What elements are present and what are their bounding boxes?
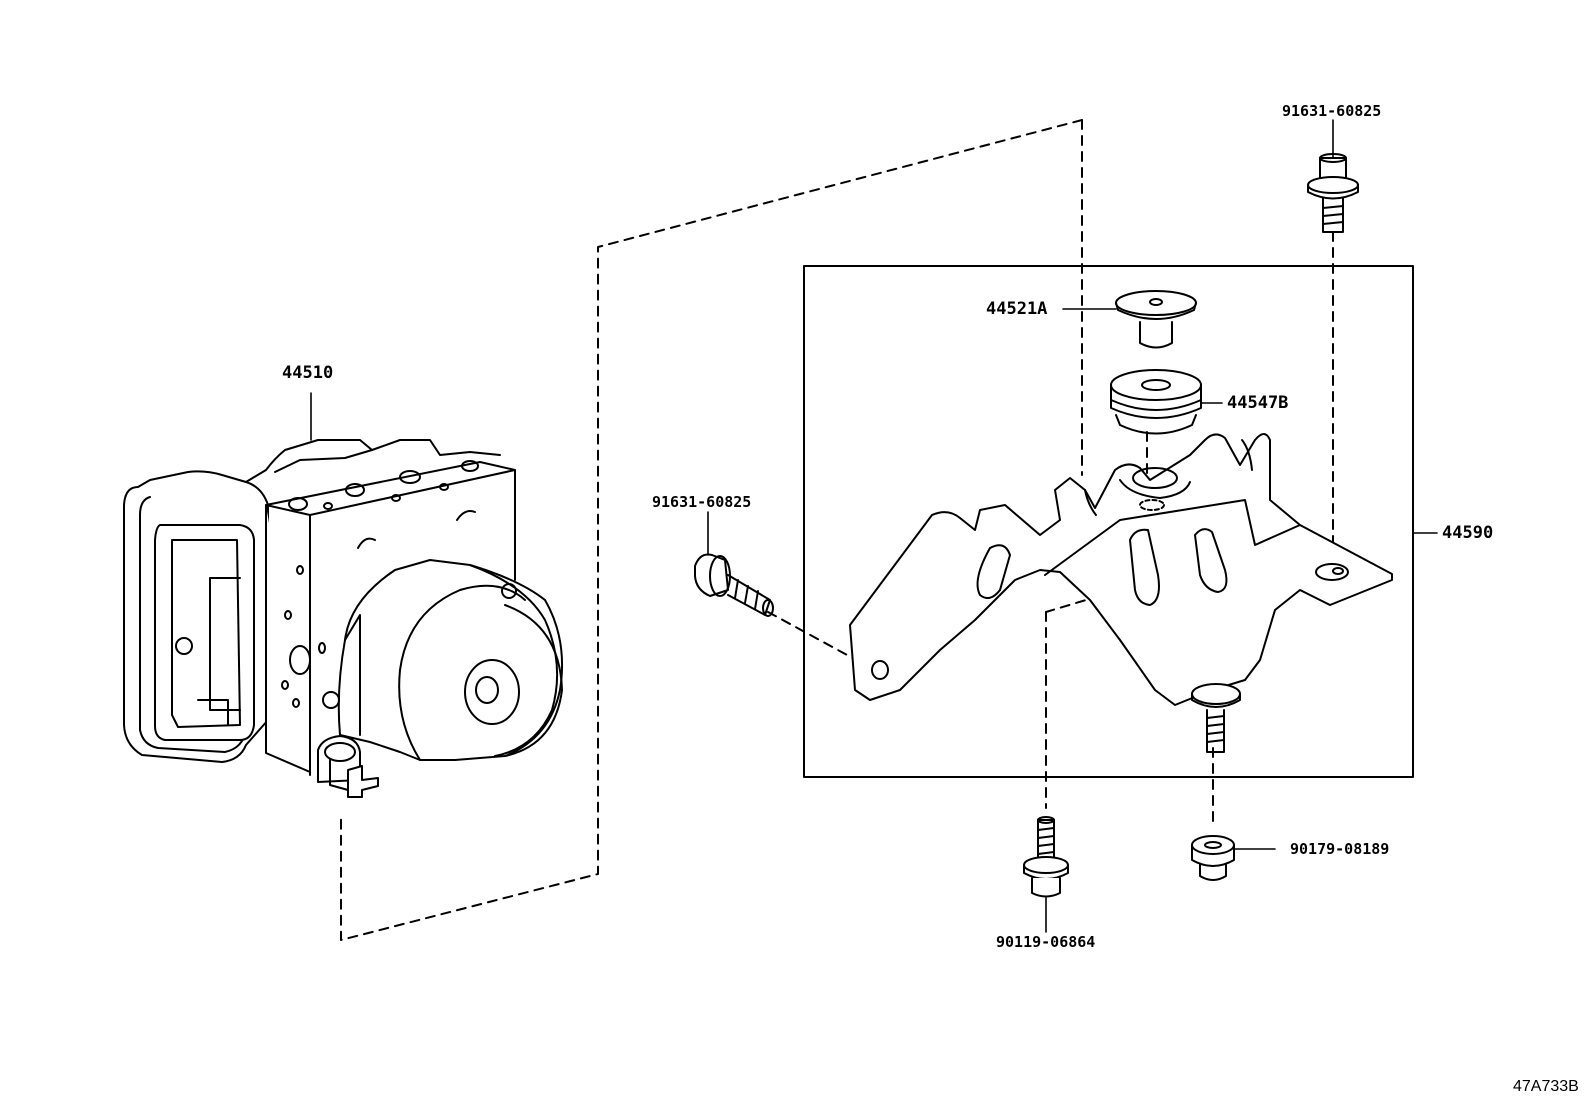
abs-actuator-drawing (124, 440, 562, 797)
collar-drawing (1116, 291, 1196, 348)
part-label-bolt-lower[interactable]: 90119-06864 (996, 933, 1096, 951)
part-label-bolt-left[interactable]: 91631-60825 (652, 493, 752, 511)
part-label-cushion[interactable]: 44547B (1227, 393, 1289, 413)
bolt-upper-right-drawing (1308, 154, 1358, 232)
nut-drawing (1192, 836, 1234, 880)
bolt-left-drawing (695, 554, 773, 616)
part-label-nut[interactable]: 90179-08189 (1290, 840, 1390, 858)
part-label-bolt-upper-right[interactable]: 91631-60825 (1282, 102, 1382, 120)
diagram-code: 47A733B (1513, 1078, 1579, 1095)
part-label-bracket-assy[interactable]: 44590 (1442, 523, 1494, 543)
part-label-collar[interactable]: 44521A (986, 299, 1048, 319)
bolt-lower-drawing (1024, 817, 1068, 897)
part-label-abs-actuator[interactable]: 44510 (282, 363, 334, 383)
leader-lines (311, 120, 1437, 932)
cushion-drawing (1111, 370, 1201, 434)
assembly-dashed-lines (341, 120, 1333, 940)
bracket-drawing (850, 434, 1392, 752)
bracket-assembly-box (804, 266, 1413, 777)
